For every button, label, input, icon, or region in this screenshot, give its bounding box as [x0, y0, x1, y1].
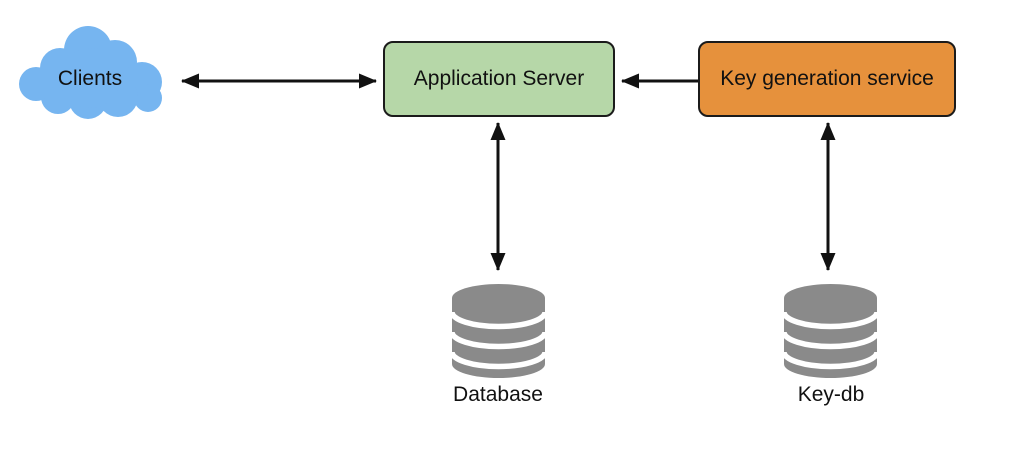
database-cylinder-icon — [449, 284, 548, 378]
node-database-label: Database — [453, 383, 543, 406]
keydb-cylinder-icon — [781, 284, 880, 378]
node-application-server: Application Server — [383, 41, 615, 117]
node-application-server-label: Application Server — [413, 67, 585, 91]
node-key-generation-service: Key generation service — [698, 41, 956, 117]
node-keydb-label: Key-db — [797, 383, 865, 406]
clients-cloud-icon — [19, 26, 162, 119]
node-clients-label: Clients — [57, 67, 123, 90]
node-key-generation-service-label: Key generation service — [720, 67, 934, 91]
